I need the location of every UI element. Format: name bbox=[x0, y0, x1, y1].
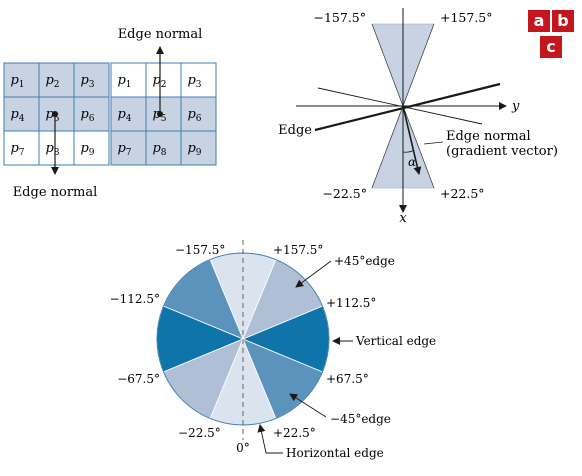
y-axis-perspective bbox=[317, 87, 483, 125]
alpha-label: α bbox=[408, 155, 416, 169]
edge-line bbox=[314, 82, 501, 132]
pixel-cell bbox=[73, 96, 110, 132]
plus45-leader bbox=[295, 260, 332, 288]
angle-c-p22: +22.5° bbox=[273, 426, 316, 440]
angle-c-zero: 0° bbox=[236, 441, 250, 455]
horizontal-leader bbox=[257, 424, 283, 454]
angle-bottom-right: +22.5° bbox=[440, 186, 485, 201]
pixel-cell bbox=[110, 130, 147, 166]
panel-c: −157.5° +157.5° −112.5° +112.5° −67.5° +… bbox=[110, 240, 436, 460]
minus45-leader bbox=[289, 393, 327, 418]
badge-a: a bbox=[528, 10, 550, 32]
angle-c-p112: +112.5° bbox=[326, 296, 376, 310]
alpha-arc bbox=[402, 149, 415, 153]
pixel-cell bbox=[180, 96, 217, 132]
edge-normal-leader bbox=[423, 141, 444, 145]
pixel-cell bbox=[110, 62, 147, 98]
y-axis-label: y bbox=[511, 99, 520, 114]
pixel-cell bbox=[38, 130, 75, 166]
x-axis-label: x bbox=[399, 211, 407, 226]
pixel-cell bbox=[110, 96, 147, 132]
gradient-vector bbox=[402, 105, 422, 175]
pixel-cell bbox=[73, 62, 110, 98]
angle-c-m112: −112.5° bbox=[110, 292, 160, 306]
angle-c-m22: −22.5° bbox=[178, 426, 221, 440]
edge-label: Edge bbox=[278, 123, 312, 138]
pixel-cell bbox=[180, 130, 217, 166]
pixel-cell bbox=[145, 96, 182, 132]
badge-c: c bbox=[540, 36, 562, 58]
angle-top-left: −157.5° bbox=[313, 10, 366, 25]
badge-b: b bbox=[552, 10, 574, 32]
edge-normal-label-line2: (gradient vector) bbox=[446, 144, 558, 159]
pixel-cell bbox=[145, 130, 182, 166]
angle-c-p67: +67.5° bbox=[326, 372, 369, 386]
center-dot-right bbox=[157, 111, 163, 117]
edge-normal-label-line1: Edge normal bbox=[446, 129, 531, 144]
angle-c-p157: +157.5° bbox=[273, 243, 323, 257]
pixel-cell bbox=[3, 62, 40, 98]
angle-c-m67: −67.5° bbox=[117, 372, 160, 386]
center-dot-left bbox=[52, 111, 58, 117]
vertical-edge-label: Vertical edge bbox=[355, 334, 436, 348]
panel-b: −157.5° +157.5° −22.5° +22.5° y x Edge E… bbox=[278, 8, 558, 226]
plus45-edge-label: +45°edge bbox=[334, 254, 395, 268]
horizontal-edge-label: Horizontal edge bbox=[286, 446, 384, 460]
pixel-cell bbox=[3, 130, 40, 166]
pixel-cell bbox=[73, 130, 110, 166]
edge-normal-top-label: Edge normal bbox=[118, 27, 203, 42]
minus45-edge-label: −45°edge bbox=[330, 412, 391, 426]
angle-c-m157: −157.5° bbox=[175, 243, 225, 257]
edge-normal-bottom-label: Edge normal bbox=[13, 185, 98, 200]
angle-bottom-left: −22.5° bbox=[322, 186, 367, 201]
angle-top-right: +157.5° bbox=[440, 10, 493, 25]
pixel-cell bbox=[145, 62, 182, 98]
pixel-cell bbox=[180, 62, 217, 98]
